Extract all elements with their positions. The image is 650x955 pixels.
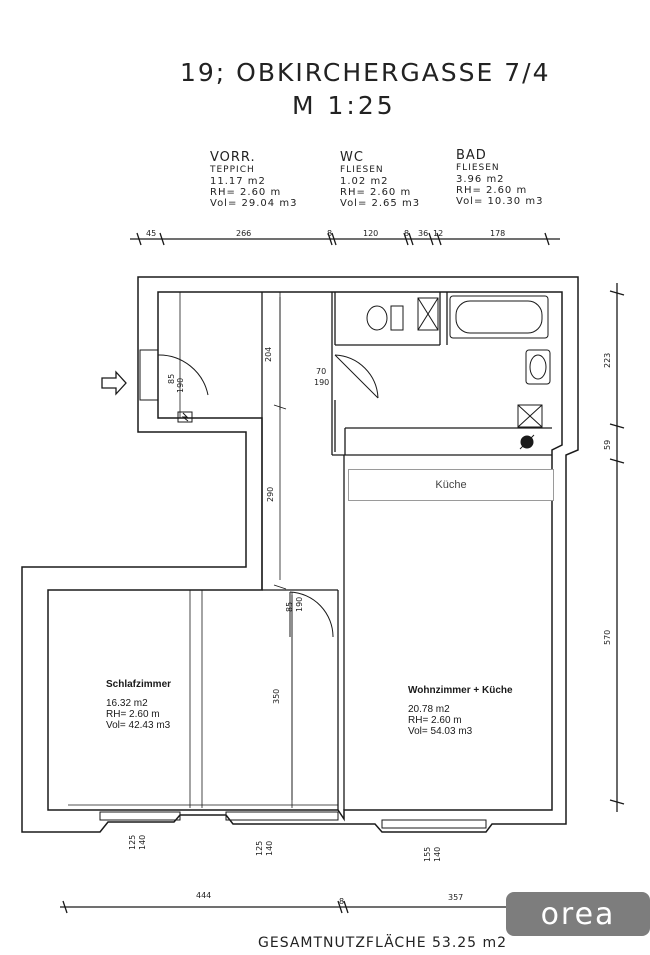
room-header-area: 11.17 m2 [210, 176, 266, 187]
dim-label: 290 [266, 486, 275, 502]
dim-label: 190 [314, 378, 330, 387]
outer-walls [21, 276, 579, 833]
dim-label: 178 [490, 229, 506, 238]
dim-label: 357 [448, 893, 464, 902]
room-volume: Vol= 54.03 m3 [408, 726, 473, 737]
room-area: 20.78 m2 [408, 704, 450, 715]
room-name: Schlafzimmer [106, 679, 172, 690]
room-header-name: VORR. [210, 150, 256, 165]
dim-label: 45 [146, 229, 157, 238]
room-header-floor: FLIESEN [340, 165, 384, 175]
room-header-height: RH= 2.60 m [456, 185, 528, 196]
dim-label: 223 [603, 352, 612, 368]
orea-logo: orea [506, 892, 650, 936]
top-dimension-line [130, 232, 560, 246]
washbasin-icon [525, 349, 551, 385]
room-volume: Vol= 42.43 m3 [106, 720, 171, 731]
room-header-volume: Vol= 29.04 m3 [210, 198, 298, 209]
room-header-name: BAD [456, 148, 487, 163]
dim-label: 140 [433, 846, 442, 862]
room-header-wc: WC FLIESEN 1.02 m2 RH= 2.60 m Vol= 2.65 … [340, 150, 421, 210]
right-dimension-line [609, 283, 625, 812]
room-header-name: WC [340, 150, 364, 165]
room-header-area: 3.96 m2 [456, 174, 505, 185]
plan-scale: M 1:25 [292, 91, 396, 120]
windows [99, 349, 487, 829]
dim-label: 190 [176, 377, 185, 393]
plan-title: 19; OBKIRCHERGASSE 7/4 [180, 58, 551, 87]
room-header-vorraum: VORR. TEPPICH 11.17 m2 RH= 2.60 m Vol= 2… [210, 150, 298, 210]
bathtub-icon [449, 295, 549, 339]
dim-label: 59 [603, 439, 612, 450]
room-area: 16.32 m2 [106, 698, 148, 709]
entrance-arrow-icon [101, 370, 127, 396]
washing-machine-icon [517, 404, 543, 428]
dim-label: 350 [272, 688, 281, 704]
dim-label: 190 [295, 596, 304, 612]
dim-label: 85 [167, 373, 176, 384]
dim-label: 36 [418, 229, 429, 238]
dim-label: 125 [255, 840, 264, 856]
dim-label: 85 [285, 601, 294, 612]
dim-label: 204 [264, 346, 273, 362]
room-label-schlafzimmer: Schlafzimmer 16.32 m2 RH= 2.60 m Vol= 42… [106, 679, 171, 731]
room-header-area: 1.02 m2 [340, 176, 389, 187]
heater-icon [519, 434, 535, 450]
wc-toilet-icon [366, 305, 404, 331]
dim-label: 8 [339, 897, 345, 906]
dim-label: 155 [423, 846, 432, 862]
dim-label: 120 [363, 229, 379, 238]
room-height: RH= 2.60 m [408, 715, 462, 726]
bottom-dimension-line [60, 900, 545, 914]
dim-label: 444 [196, 891, 212, 900]
dim-label: 8 [327, 229, 333, 238]
dim-label: 266 [236, 229, 252, 238]
dim-label: 570 [603, 629, 612, 645]
dim-label: 140 [138, 834, 147, 850]
room-header-floor: FLIESEN [456, 163, 500, 173]
room-header-height: RH= 2.60 m [210, 187, 282, 198]
electric-meter-icon [177, 411, 193, 423]
total-area: GESAMTNUTZFLÄCHE 53.25 m2 [258, 935, 508, 951]
room-label-wohnzimmer: Wohnzimmer + Küche 20.78 m2 RH= 2.60 m V… [408, 685, 513, 737]
dim-label: 140 [265, 840, 274, 856]
wc-basin-icon [417, 297, 439, 331]
dim-label: 125 [128, 834, 137, 850]
room-height: RH= 2.60 m [106, 709, 160, 720]
room-name: Wohnzimmer + Küche [408, 685, 513, 696]
room-header-height: RH= 2.60 m [340, 187, 412, 198]
dim-label: 70 [316, 367, 327, 376]
dim-label: 8 [404, 229, 410, 238]
room-header-volume: Vol= 2.65 m3 [340, 198, 421, 209]
room-header-volume: Vol= 10.30 m3 [456, 196, 544, 207]
room-header-floor: TEPPICH [210, 165, 255, 175]
room-header-bad: BAD FLIESEN 3.96 m2 RH= 2.60 m Vol= 10.3… [456, 148, 544, 208]
kueche-label: Küche [348, 469, 554, 501]
interior-dimension-lines [273, 297, 293, 800]
dim-label: 12 [433, 229, 444, 238]
